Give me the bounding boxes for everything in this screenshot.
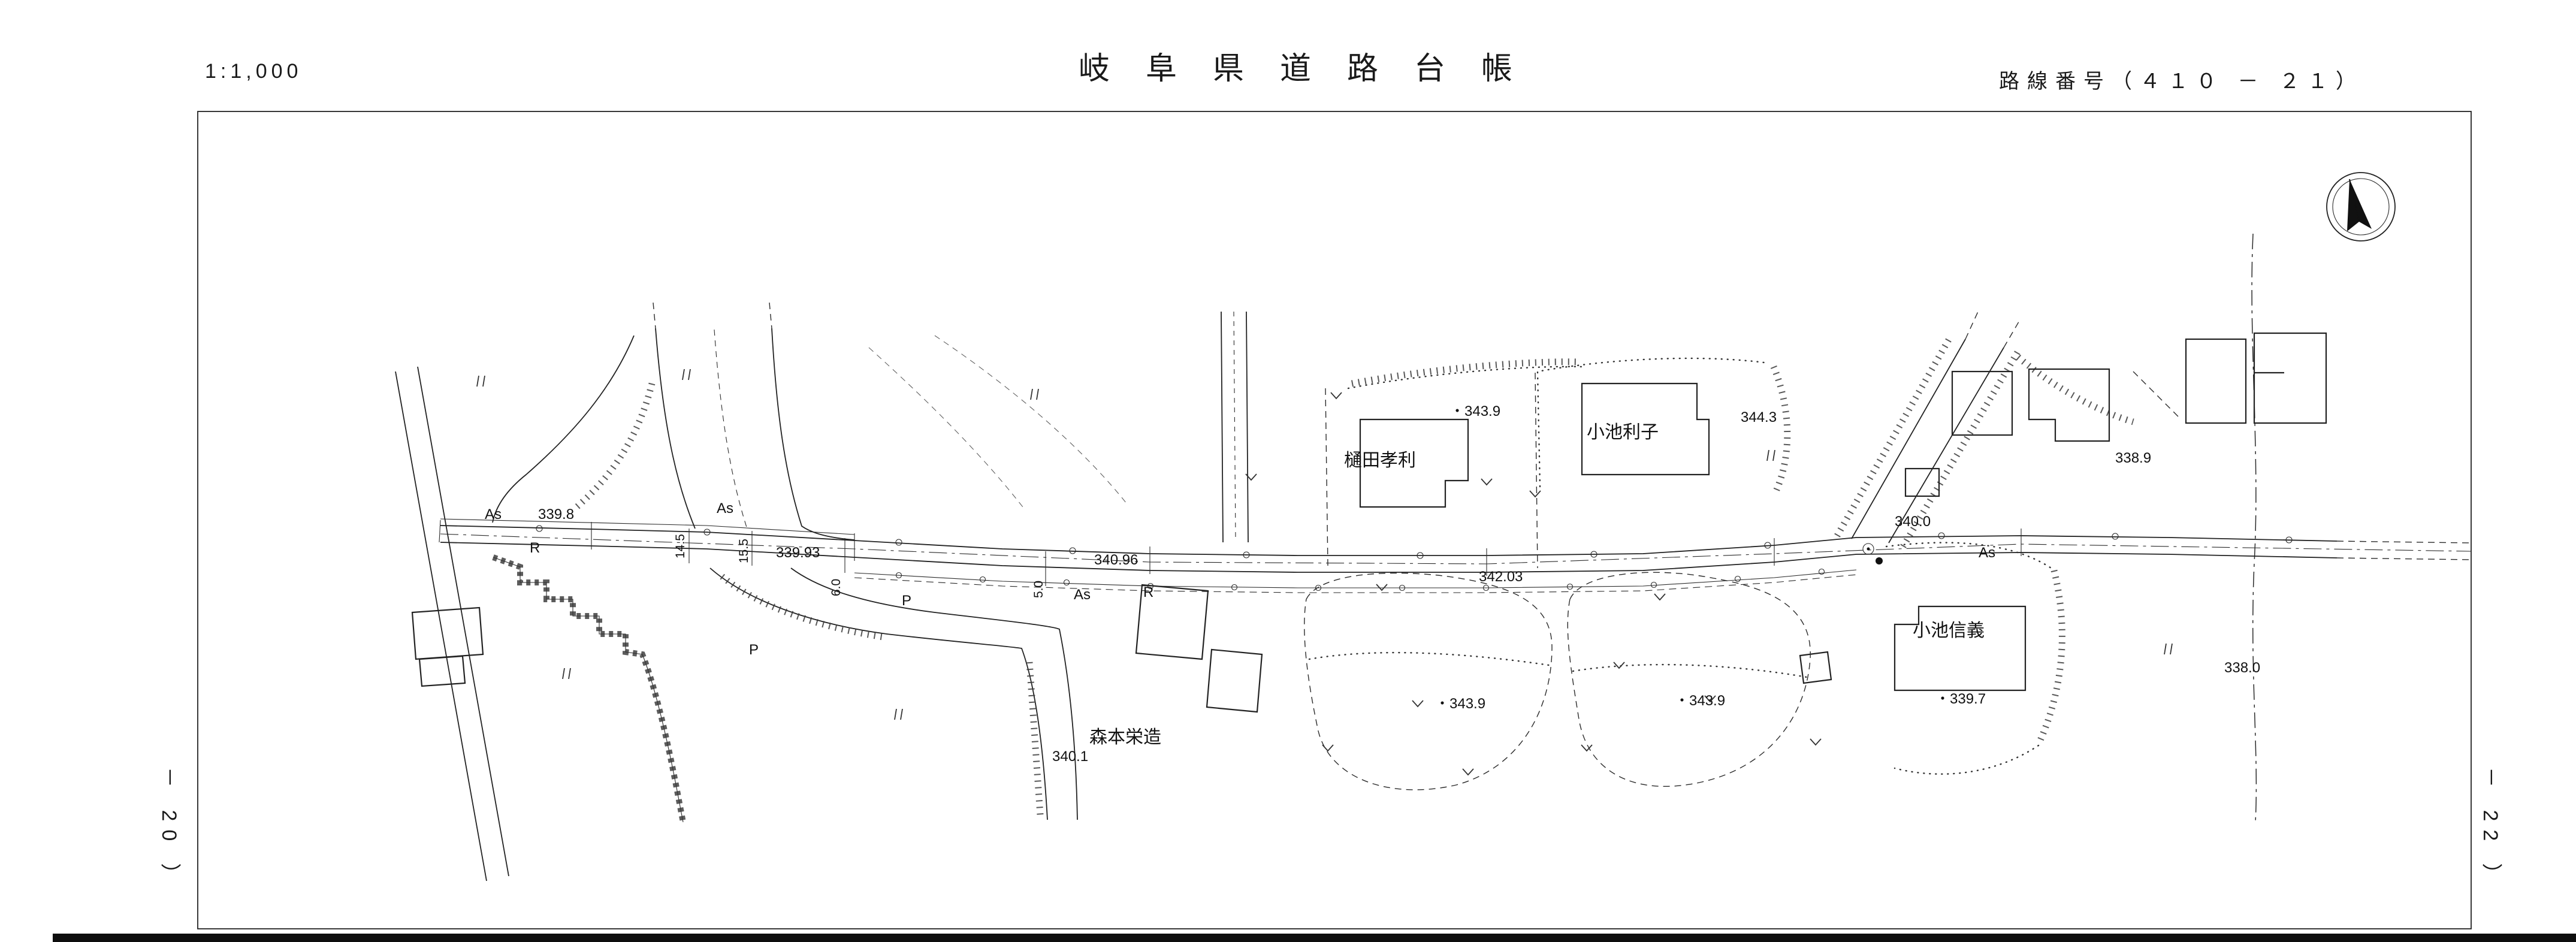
- left-intersection: [492, 302, 855, 541]
- owner-name-label: 森本栄造: [1089, 727, 1161, 747]
- road-surface-label: As: [717, 500, 733, 517]
- south-branch-road: [709, 567, 1078, 820]
- plot-boundaries: [868, 335, 2182, 775]
- point-mark-label: R: [1143, 584, 1153, 600]
- channel-rings: [895, 568, 1825, 591]
- road-surface-label: As: [485, 506, 502, 523]
- paddy-fields: [1304, 572, 1811, 790]
- west-diagonal-road: [395, 366, 509, 881]
- map-text-labels: As As As As 339.8 339.93 340.96 342.03 3…: [485, 403, 2260, 765]
- dimension-label: 14.5: [674, 534, 687, 558]
- dimension-label: 15.5: [737, 539, 751, 563]
- map-scale-label: 1:1,000: [205, 60, 303, 83]
- station-elevation-label: 340.96: [1094, 552, 1138, 568]
- retaining-walls: [492, 554, 686, 823]
- point-mark-label: P: [749, 642, 759, 658]
- north-branch-road: [1221, 311, 1249, 543]
- road-surface-label: As: [1074, 587, 1091, 603]
- spot-elevation-label: 338.9: [2115, 450, 2151, 466]
- dimension-label: 5.0: [1032, 581, 1046, 598]
- scan-edge-strip: [53, 934, 2576, 942]
- main-road: [439, 518, 2472, 593]
- vegetation-symbols: [1245, 392, 1822, 775]
- survey-marks: [1862, 543, 1883, 564]
- spot-elevation-label: 340.1: [1052, 748, 1088, 765]
- spot-elevation-label: ・343.9: [1435, 696, 1485, 712]
- east-diagonal-road: [1834, 310, 2134, 548]
- utility-pole-marks: [536, 525, 2293, 559]
- spot-elevation-label: 344.3: [1741, 409, 1777, 425]
- owner-name-label: 樋田孝利: [1344, 451, 1416, 470]
- spot-elevation-label: ・343.9: [1675, 693, 1725, 709]
- dimension-label: 6.0: [829, 579, 843, 596]
- route-number-label: 路線番号（４１０ － ２１）: [1999, 70, 2364, 93]
- point-mark-label: P: [902, 593, 911, 609]
- owner-name-label: 小池信義: [1913, 621, 1985, 641]
- spot-elevation-label: 338.0: [2224, 660, 2260, 676]
- adjacent-sheet-right-label: － 22 ）: [2479, 767, 2502, 892]
- owner-name-label: 小池利子: [1587, 422, 1659, 442]
- boundary-chain-line: [2251, 233, 2257, 823]
- station-elevation-label: 339.8: [538, 506, 574, 523]
- road-surface-label: As: [1979, 545, 1995, 561]
- buildings: [411, 332, 2327, 713]
- spot-elevation-label: ・339.7: [1935, 691, 1986, 707]
- point-mark-label: R: [530, 540, 540, 556]
- page-title: 岐阜県道路台帳: [1079, 52, 1549, 86]
- station-elevation-label: 339.93: [776, 545, 820, 561]
- station-elevation-label: 342.03: [1479, 569, 1523, 585]
- north-arrow-icon: [2326, 172, 2396, 241]
- spot-elevation-label: ・343.9: [1450, 403, 1500, 419]
- station-elevation-label: 340.0: [1895, 514, 1931, 530]
- map-frame: [197, 111, 2472, 929]
- adjacent-sheet-left-label: － 20 ）: [158, 767, 180, 892]
